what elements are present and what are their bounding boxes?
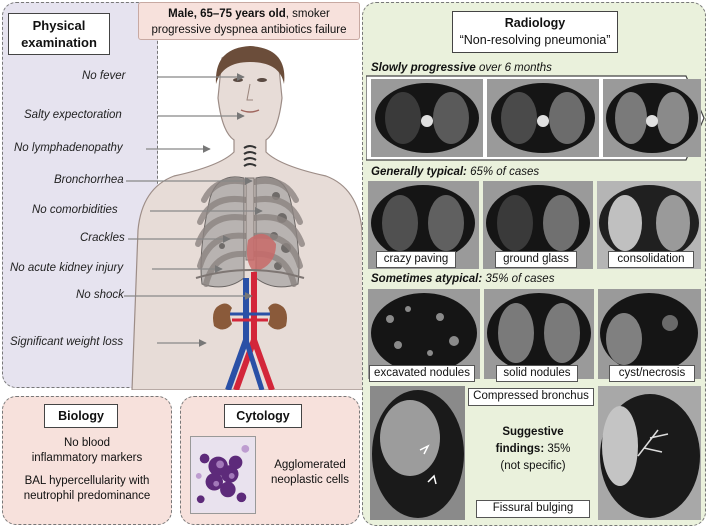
physical-exam-title: Physical examination [8, 13, 110, 55]
slow-bold: Slowly progressive [371, 62, 476, 74]
cytology-text-line2: neoplastic cells [271, 474, 349, 486]
physical-exam-panel [2, 2, 158, 388]
sign-no-acute-kidney-injury: No acute kidney injury [10, 262, 124, 274]
ct-progressive-1 [371, 79, 483, 157]
label-compressed-bronchus: Compressed bronchus [468, 388, 594, 406]
biology-title: Biology [44, 404, 118, 428]
radiology-title-line1: Radiology [504, 16, 566, 30]
section-sometimes-atypical: Sometimes atypical: 35% of cases [371, 273, 554, 285]
left-kidney [268, 303, 287, 330]
ct-suggestive-right [598, 386, 701, 520]
biology-text-2: BAL hypercellularity with neutrophil pre… [2, 474, 172, 504]
ct-progressive-3 [603, 79, 701, 157]
patient-line2: progressive dyspnea antibiotics failure [151, 24, 347, 36]
physical-exam-title-line2: examination [21, 35, 97, 50]
biology-text-2-line2: neutrophil predominance [23, 490, 151, 502]
trachea [243, 145, 257, 167]
vena-cava-left-branch [243, 339, 265, 390]
sign-no-comorbidities: No comorbidities [32, 204, 118, 216]
biology-text-1: No blood inflammatory markers [2, 436, 172, 466]
human-body-illustration [131, 46, 369, 390]
biology-text-2-line1: BAL hypercellularity with [24, 475, 150, 487]
biology-text-1-line2: inflammatory markers [31, 452, 143, 464]
suggestive-line3: (not specific) [500, 460, 566, 472]
suggestive-findings-text: Suggestive findings: 35% (not specific) [470, 424, 596, 475]
section-slowly-progressive: Slowly progressive over 6 months [371, 62, 552, 74]
atypical-rest: 35% of cases [482, 273, 555, 285]
mouth [240, 109, 260, 113]
patient-line1: Male, 65–75 years old, smoker [139, 6, 359, 22]
cytology-micrograph [190, 436, 256, 514]
sign-arrows [124, 73, 263, 347]
ct-solid-nodules [484, 289, 594, 379]
right-kidney [213, 303, 232, 330]
heart [246, 233, 276, 272]
label-consolidation: consolidation [608, 251, 694, 268]
radiology-subtitle: “Non-resolving pneumonia” [459, 33, 611, 47]
atypical-bold: Sometimes atypical: [371, 273, 483, 285]
ct-progressive-2 [487, 79, 599, 157]
diaphragm [195, 269, 305, 279]
aorta-right-branch [251, 338, 275, 390]
radiology-title: Radiology “Non-resolving pneumonia” [452, 11, 618, 53]
suggestive-line1: Suggestive [502, 426, 564, 438]
cytology-title: Cytology [224, 404, 302, 428]
sign-no-shock: No shock [76, 289, 124, 301]
sign-no-lymphadenopathy: No lymphadenopathy [14, 142, 123, 154]
slow-rest: over 6 months [475, 62, 552, 74]
eye-right [257, 78, 267, 82]
patient-smoker: , smoker [285, 8, 330, 20]
label-crazy-paving: crazy paving [376, 251, 456, 268]
biology-text-1-line1: No blood [63, 437, 111, 449]
ct-suggestive-left [370, 386, 465, 520]
sign-no-fever: No fever [82, 70, 126, 82]
nose [246, 83, 253, 101]
sign-crackles: Crackles [80, 232, 125, 244]
label-cyst-necrosis: cyst/necrosis [609, 365, 695, 382]
suggestive-line2: findings: 35% [470, 441, 596, 458]
label-excavated-nodules: excavated nodules [369, 365, 475, 382]
patient-demographics: Male, 65–75 years old [168, 8, 286, 20]
sign-significant-weight-loss: Significant weight loss [10, 336, 124, 348]
patient-header: Male, 65–75 years old, smoker progressiv… [138, 2, 360, 40]
label-fissural-bulging: Fissural bulging [476, 500, 590, 518]
cytology-text: Agglomerated neoplastic cells [260, 458, 360, 488]
label-solid-nodules: solid nodules [496, 365, 578, 382]
ct-excavated-nodules [368, 289, 480, 379]
hair [215, 46, 285, 84]
cytology-text-line1: Agglomerated [274, 459, 346, 471]
typical-rest: 65% of cases [466, 166, 540, 178]
sign-salty-expectoration: Salty expectoration [24, 109, 122, 121]
physical-exam-title-line1: Physical [32, 18, 86, 33]
suggestive-line2-bold: findings: [495, 443, 545, 455]
sign-bronchorrhea: Bronchorrhea [54, 174, 124, 186]
ct-cyst-necrosis [598, 289, 701, 379]
typical-bold: Generally typical: [371, 166, 467, 178]
label-ground-glass: ground glass [495, 251, 577, 268]
section-generally-typical: Generally typical: 65% of cases [371, 166, 539, 178]
suggestive-line2-rest: 35% [544, 443, 571, 455]
